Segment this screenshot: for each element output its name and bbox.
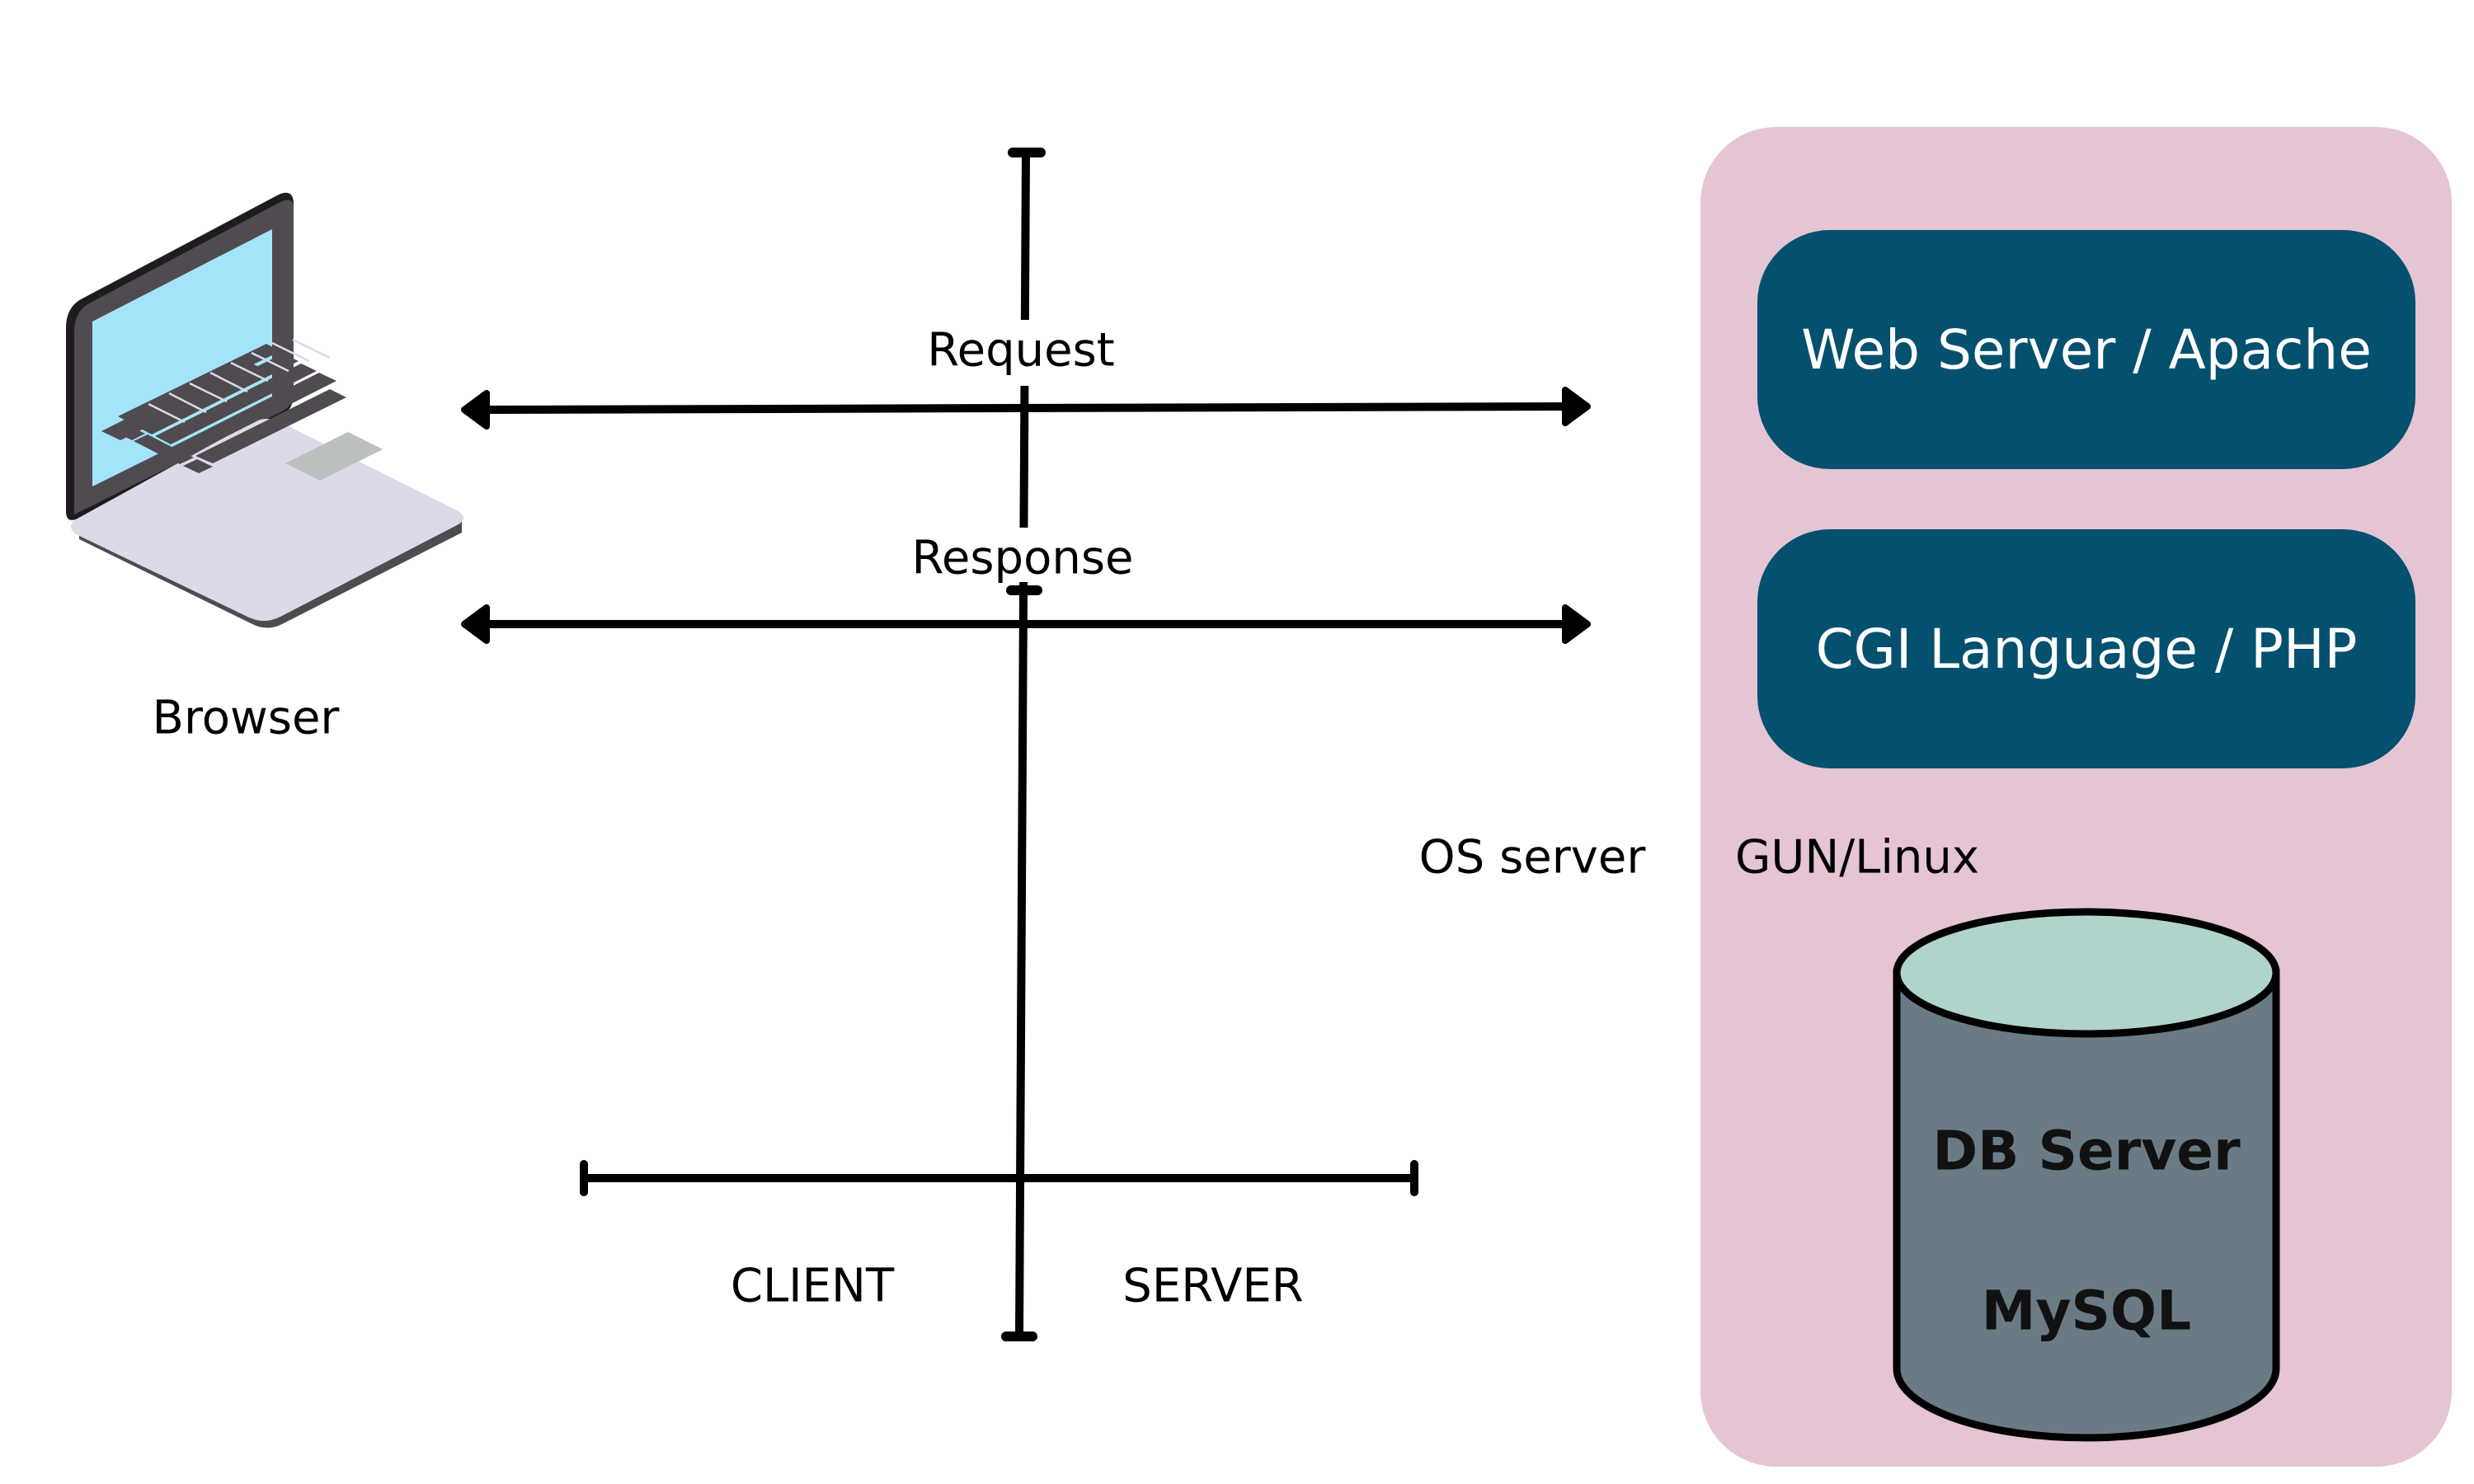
server-label: SERVER (1122, 1259, 1304, 1313)
browser-label: Browser (152, 691, 340, 745)
db-server-name: MySQL (1981, 1279, 2192, 1343)
db-server-title: DB Server (1932, 1119, 2241, 1183)
cgi-language-label: CGI Language / PHP (1815, 617, 2358, 681)
request-label-bg (915, 320, 1130, 386)
response-label: Response (911, 531, 1134, 585)
client-label: CLIENT (730, 1259, 895, 1313)
os-value-label: GUN/Linux (1734, 830, 1980, 885)
laptop-icon (66, 192, 463, 628)
response-label-bg (903, 528, 1150, 582)
web-server-box: Web Server / Apache (1757, 230, 2415, 469)
request-label: Request (927, 323, 1115, 378)
request-arrow (461, 387, 1591, 430)
cgi-language-box: CGI Language / PHP (1757, 529, 2415, 768)
trackpad (285, 432, 383, 481)
client-server-divider-horizontal (580, 1160, 1418, 1196)
os-server-label: OS server (1418, 830, 1646, 885)
response-arrow (461, 604, 1591, 644)
web-server-label: Web Server / Apache (1801, 317, 2372, 382)
